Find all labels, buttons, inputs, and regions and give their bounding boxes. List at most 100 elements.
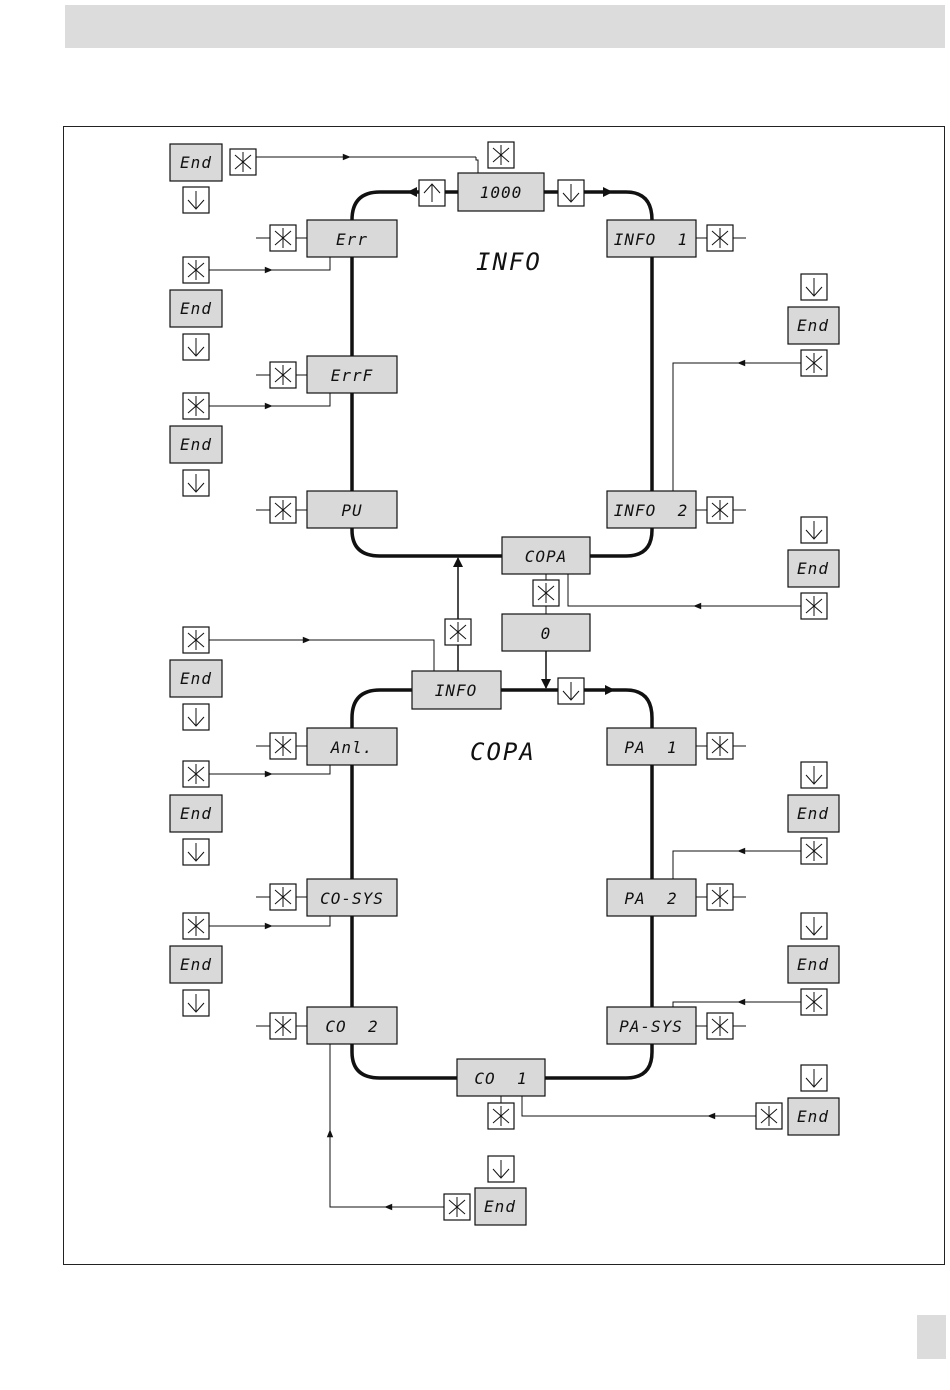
select-key-icon[interactable] [707,884,733,910]
select-key-icon[interactable] [756,1103,782,1129]
down-arrow-key-icon[interactable] [183,470,209,496]
svg-text:End: End [797,955,829,974]
svg-text:COPA: COPA [525,547,568,566]
down-arrow-key-icon[interactable] [801,274,827,300]
end-display[interactable]: End [475,1188,526,1225]
end-display[interactable]: End [170,290,222,327]
display-copa[interactable]: COPA [502,537,590,574]
svg-text:Err: Err [336,230,368,249]
select-key-icon[interactable] [444,1194,470,1220]
display-co-1[interactable]: CO 1 [457,1059,545,1096]
select-key-icon[interactable] [801,593,827,619]
select-key-icon[interactable] [270,497,296,523]
svg-text:PA 2: PA 2 [624,889,677,908]
down-arrow-key-icon[interactable] [488,1156,514,1182]
display-err[interactable]: Err [307,220,397,257]
select-key-icon[interactable] [270,884,296,910]
svg-text:End: End [180,955,212,974]
svg-text:End: End [797,804,829,823]
select-key-icon[interactable] [270,733,296,759]
select-key-icon[interactable] [533,580,559,606]
down-arrow-key-icon[interactable] [801,517,827,543]
select-key-icon[interactable] [183,627,209,653]
svg-text:Anl.: Anl. [330,738,374,757]
end-display[interactable]: End [788,795,839,832]
select-key-icon[interactable] [183,761,209,787]
select-key-icon[interactable] [270,1013,296,1039]
display-info-2[interactable]: INFO 2 [607,491,696,528]
down-arrow-key-icon[interactable] [183,990,209,1016]
down-arrow-key-icon[interactable] [183,334,209,360]
up-arrow-key-icon[interactable] [419,180,445,206]
select-key-icon[interactable] [488,142,514,168]
end-display[interactable]: End [788,307,839,344]
select-key-icon[interactable] [707,225,733,251]
svg-text:End: End [180,669,212,688]
display-co-2[interactable]: CO 2 [307,1007,397,1044]
select-key-icon[interactable] [707,733,733,759]
display-info-1[interactable]: INFO 1 [607,220,696,257]
end-display[interactable]: End [170,144,222,181]
display-info[interactable]: INFO [412,671,501,709]
svg-text:CO-SYS: CO-SYS [320,889,384,908]
svg-text:End: End [180,435,212,454]
down-arrow-key-icon[interactable] [801,762,827,788]
down-arrow-key-icon[interactable] [558,180,584,206]
svg-text:End: End [797,559,829,578]
down-arrow-key-icon[interactable] [183,839,209,865]
display-pu[interactable]: PU [307,491,397,528]
info-loop-title: INFO [476,248,542,276]
svg-text:End: End [484,1197,516,1216]
end-display[interactable]: End [170,426,222,463]
down-arrow-key-icon[interactable] [183,187,209,213]
select-key-icon[interactable] [445,619,471,645]
display-pa-sys[interactable]: PA-SYS [607,1007,696,1044]
select-key-icon[interactable] [488,1103,514,1129]
down-arrow-key-icon[interactable] [558,678,584,704]
display-pa-2[interactable]: PA 2 [607,879,696,916]
end-display[interactable]: End [170,795,222,832]
select-key-icon[interactable] [707,497,733,523]
svg-text:End: End [797,1107,829,1126]
display-anl[interactable]: Anl. [307,728,397,765]
display-co-sys[interactable]: CO-SYS [307,879,397,916]
select-key-icon[interactable] [270,362,296,388]
svg-text:End: End [180,804,212,823]
down-arrow-key-icon[interactable] [183,704,209,730]
svg-text:End: End [797,316,829,335]
select-key-icon[interactable] [707,1013,733,1039]
svg-text:End: End [180,153,212,172]
select-key-icon[interactable] [183,913,209,939]
svg-text:INFO 1: INFO 1 [614,230,688,249]
svg-text:PA-SYS: PA-SYS [619,1017,683,1036]
display-pa-1[interactable]: PA 1 [607,728,696,765]
svg-text:PU: PU [341,501,362,520]
display-zero[interactable]: 0 [502,614,590,651]
svg-text:PA 1: PA 1 [624,738,677,757]
svg-text:INFO: INFO [435,681,478,700]
select-key-icon[interactable] [801,350,827,376]
down-arrow-key-icon[interactable] [801,913,827,939]
select-key-icon[interactable] [183,393,209,419]
display-errf[interactable]: ErrF [307,356,397,393]
select-key-icon[interactable] [230,149,256,175]
end-display[interactable]: End [170,660,222,697]
display-1000[interactable]: 1000 [458,173,544,211]
down-arrow-key-icon[interactable] [801,1065,827,1091]
select-key-icon[interactable] [801,838,827,864]
end-display[interactable]: End [788,946,839,983]
svg-text:1000: 1000 [480,183,523,202]
svg-text:CO 2: CO 2 [325,1017,378,1036]
end-display[interactable]: End [788,550,839,587]
select-key-icon[interactable] [183,257,209,283]
select-key-icon[interactable] [270,225,296,251]
svg-text:End: End [180,299,212,318]
svg-text:INFO 2: INFO 2 [614,501,688,520]
svg-text:CO 1: CO 1 [474,1069,527,1088]
end-display[interactable]: End [170,946,222,983]
copa-loop-title: COPA [470,738,536,766]
end-display[interactable]: End [788,1098,839,1135]
select-key-icon[interactable] [801,989,827,1015]
svg-text:ErrF: ErrF [331,366,374,385]
